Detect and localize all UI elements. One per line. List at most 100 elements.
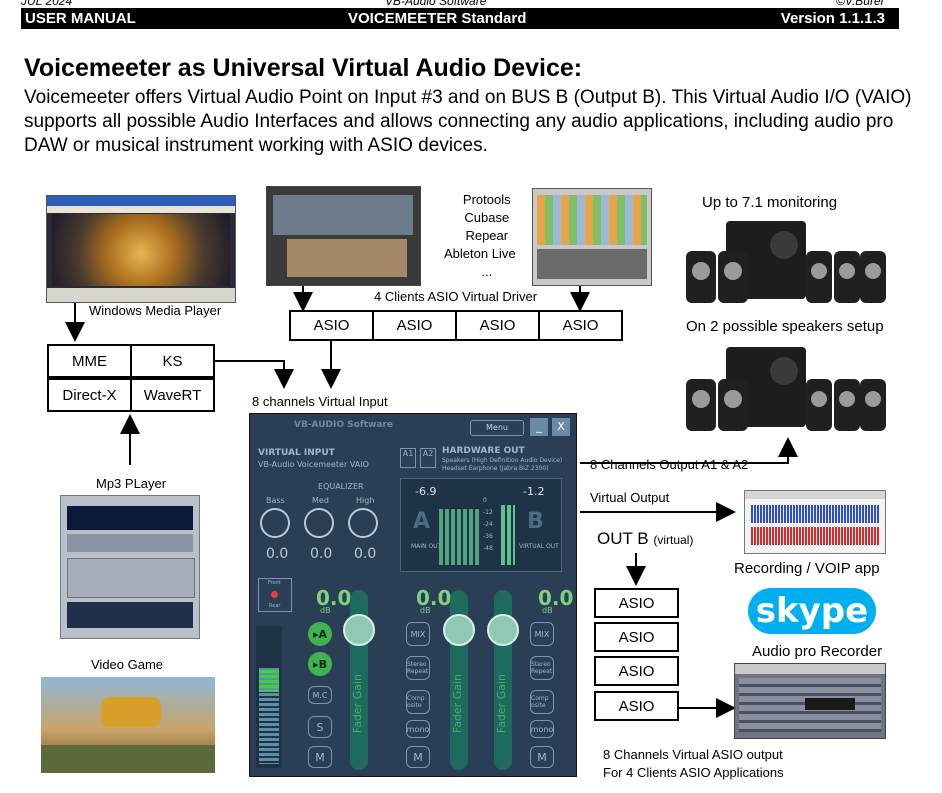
vm-strip1-gain-value: 0.0 [316, 586, 352, 610]
daw-list: Protools Cubase Repear Ableton Live ... [444, 191, 516, 281]
vm-strip1-fader-label: Fader Gain [351, 674, 364, 734]
vm-strip2-fader-knob[interactable] [443, 614, 475, 646]
vm-strip3-mix-text: MIX [534, 629, 550, 639]
speakers-setup-label: On 2 possible speakers setup [686, 318, 884, 335]
vm-meter-b-bars [501, 505, 515, 565]
vm-pan-dot[interactable] [271, 591, 278, 598]
vm-high-value: 0.0 [354, 546, 377, 562]
vm-mute-button[interactable]: M [308, 746, 332, 768]
section-title: Voicemeeter as Universal Virtual Audio D… [24, 54, 583, 82]
vm-scale-0: 0 [483, 497, 487, 504]
vm-pan-front: Front [268, 580, 281, 586]
virtual-input-label: 8 channels Virtual Input [252, 394, 388, 409]
vm-strip1-fader-knob[interactable] [343, 614, 375, 646]
outb-sub: (virtual) [653, 533, 694, 547]
asio-out-box-1: ASIO [594, 588, 679, 618]
virtual-output-label: Virtual Output [590, 490, 670, 505]
vm-pan-rear: Rear [269, 603, 281, 609]
vm-strip2-stereo-button[interactable]: Stereo Repeat [406, 656, 430, 680]
recording-app-screenshot [744, 490, 886, 554]
manual-header-bar: USER MANUAL VOICEMEETER Standard Version… [21, 8, 899, 29]
monitoring-label: Up to 7.1 monitoring [702, 194, 838, 211]
windows-media-player-screenshot [46, 195, 236, 303]
asio-out-box-2: ASIO [594, 622, 679, 652]
vm-meter-a-value: -6.9 [415, 485, 437, 498]
recorder-label: Audio pro Recorder [752, 643, 883, 660]
asio-out-caption-1: 8 Channels Virtual ASIO output [603, 747, 783, 762]
header-left: USER MANUAL [25, 10, 136, 27]
vm-bus-b-button[interactable]: ▸B [308, 652, 332, 676]
vm-bass-label: Bass [266, 496, 285, 505]
vm-main-out-label: MAIN OUT [411, 543, 442, 550]
header-center: VOICEMEETER Standard [348, 10, 527, 27]
outb-label: OUT B (virtual) [597, 529, 693, 549]
vm-brand: VB-AUDIO Software [294, 420, 393, 430]
vm-strip2-gain-value: 0.0 [416, 586, 452, 610]
asio-out-box-3: ASIO [594, 656, 679, 686]
driver-wavert-box: WaveRT [130, 378, 215, 412]
vm-strip2-mute-button[interactable]: M [406, 746, 430, 768]
daw-more: ... [481, 264, 493, 279]
voicemeeter-panel: VB-AUDIO Software Menu _ X VIRTUAL INPUT… [249, 413, 577, 777]
vm-strip3-stereo-button[interactable]: Stereo Repeat [530, 656, 554, 680]
vm-mc-button[interactable]: M.C [308, 686, 332, 704]
vm-menu-button[interactable]: Menu [470, 420, 524, 436]
asio-out-caption-2: For 4 Clients ASIO Applications [603, 765, 784, 780]
vm-input-meter [256, 626, 282, 768]
vm-med-value: 0.0 [310, 546, 333, 562]
vm-hw-device-2: Headset Earphone (Jabra BIZ 2300) [442, 465, 549, 472]
vm-bass-knob[interactable] [260, 508, 290, 538]
vm-strip3-mono-button[interactable]: mono [530, 720, 554, 738]
mp3-player-screenshot [60, 495, 200, 639]
vm-virtual-input-device[interactable]: VB-Audio Voicemeeter VAIO [258, 460, 369, 469]
vm-scale-48: -48 [483, 545, 493, 552]
vm-a1-button[interactable]: A1 [400, 448, 416, 468]
vm-strip3-composite-button[interactable]: Comp osite [530, 690, 554, 714]
page-date: JUL 2024 [21, 0, 73, 8]
vm-scale-12: -12 [483, 509, 493, 516]
vm-letter-b: B [527, 509, 544, 534]
vm-strip3-fader-knob[interactable] [487, 614, 519, 646]
vm-bus-a-button[interactable]: ▸A [308, 622, 332, 646]
asio-in-box-4: ASIO [538, 310, 623, 341]
speakers-second-image [686, 347, 886, 431]
vm-minimize-button[interactable]: _ [530, 418, 548, 436]
vm-strip3-mute-button[interactable]: M [530, 746, 554, 768]
page-publisher: VB-Audio Software [385, 0, 487, 8]
asio-in-box-1: ASIO [289, 310, 374, 341]
vm-med-knob[interactable] [304, 508, 334, 538]
ableton-screenshot [532, 188, 652, 286]
skype-logo: skype [748, 588, 876, 634]
vm-hardware-out-title: HARDWARE OUT [442, 446, 525, 456]
asio-clients-label: 4 Clients ASIO Virtual Driver [374, 289, 538, 304]
vm-strip2-composite-button[interactable]: Comp osite [406, 690, 430, 714]
daw-protools: Protools [462, 192, 511, 207]
vm-scale-36: -36 [483, 533, 493, 540]
vm-strip2-mix-button[interactable]: MIX [406, 622, 430, 646]
driver-directx-box: Direct-X [47, 378, 132, 412]
vm-high-knob[interactable] [348, 508, 378, 538]
vm-high-label: High [356, 496, 375, 505]
vm-strip3-gain-value: 0.0 [538, 586, 574, 610]
vm-solo-button[interactable]: S [308, 716, 332, 738]
asio-in-box-2: ASIO [372, 310, 457, 341]
vm-strip2-mono-button[interactable]: mono [406, 720, 430, 738]
header-right: Version 1.1.1.3 [780, 10, 885, 27]
section-body: Voicemeeter offers Virtual Audio Point o… [24, 87, 912, 156]
protools-screenshot [266, 186, 421, 286]
vm-strip1-db: dB [320, 606, 331, 615]
vm-strip3-mix-button[interactable]: MIX [530, 622, 554, 646]
vm-close-button[interactable]: X [552, 418, 570, 436]
pro-recorder-screenshot [734, 663, 886, 739]
vm-a2-button[interactable]: A2 [420, 448, 436, 468]
vm-pan-pad[interactable]: Front Rear [258, 578, 292, 612]
vm-meter-a-bars [439, 509, 479, 565]
vm-letter-a: A [413, 509, 431, 534]
vm-meter-scale: 0 -12 -24 -36 -48 [483, 495, 493, 555]
vm-hw-device-1: Speakers (High Definition Audio Device) [442, 457, 563, 464]
daw-repear: Repear [465, 228, 509, 243]
wmp-label: Windows Media Player [89, 303, 222, 318]
output-a-label: 8 Channels Output A1 & A2 [590, 457, 749, 472]
vm-bass-value: 0.0 [266, 546, 289, 562]
